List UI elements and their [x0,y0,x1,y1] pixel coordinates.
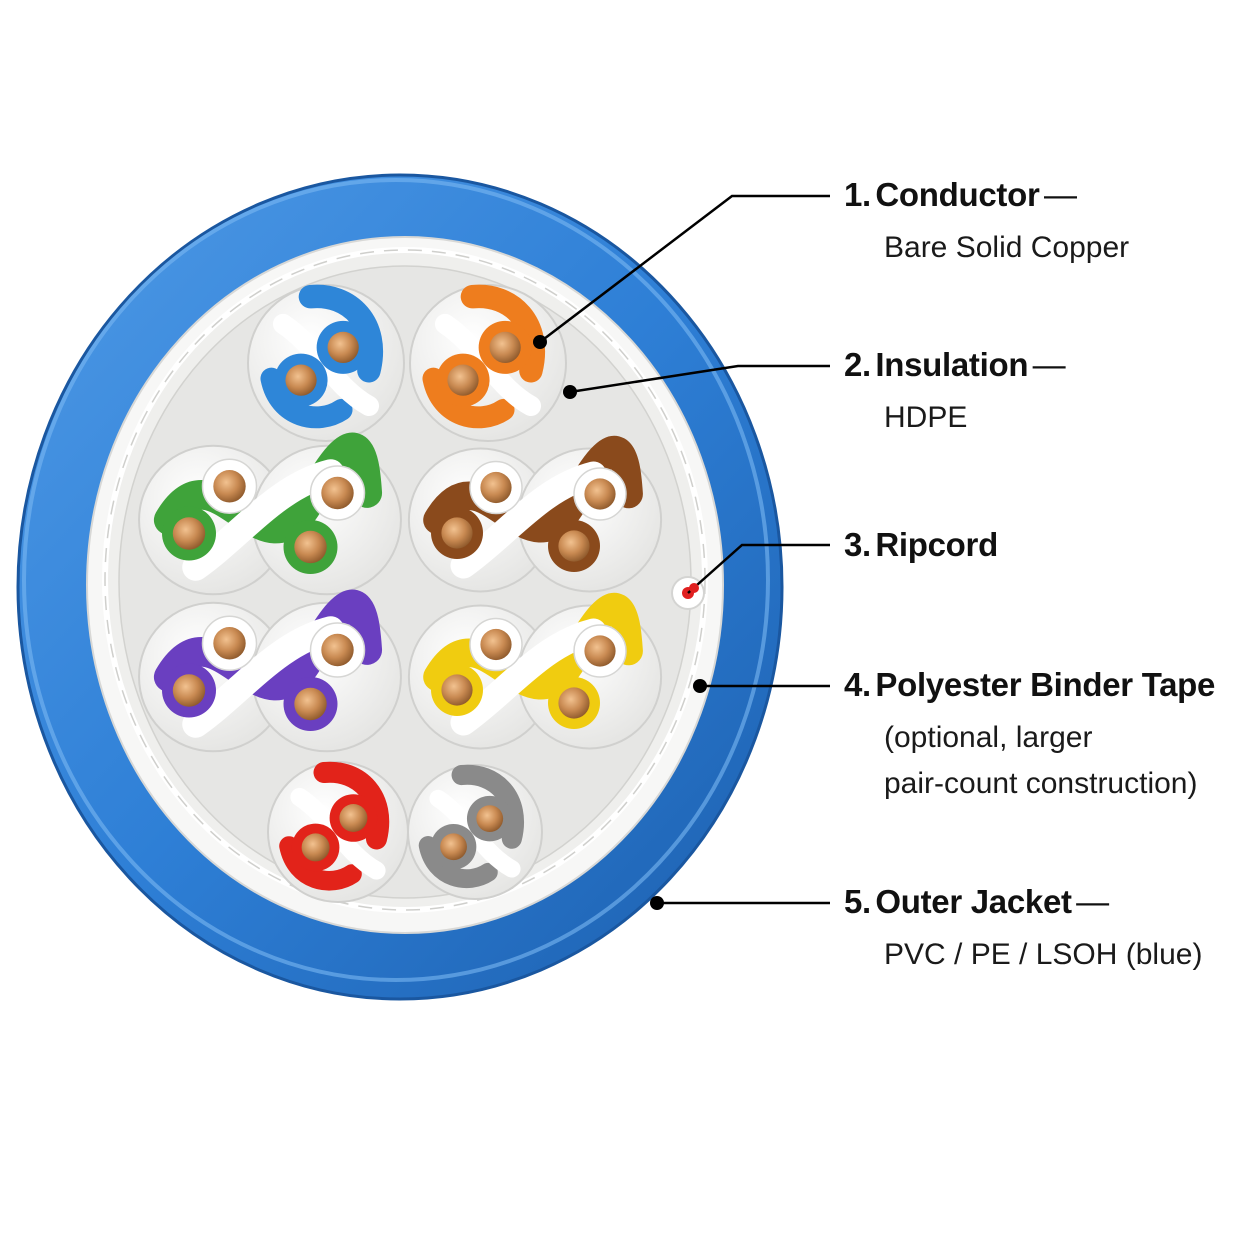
copper-conductor [558,530,590,562]
label-number: 2. [844,346,871,383]
copper-conductor [441,517,473,549]
white-strand [182,459,345,581]
colored-strand [260,367,353,429]
twisted-pair-violet-icon [138,589,402,753]
copper-conductor [321,476,354,510]
label-name: Conductor [875,176,1040,213]
label-description: PVC / PE / LSOH (blue) [884,938,1203,971]
twisted-pairs [138,284,663,903]
label-outer-jacket: 5. Outer Jacket — PVC / PE / LSOH (blue) [844,879,1202,978]
colored-strand [422,367,515,429]
label-name: Outer Jacket [875,883,1072,920]
leader-dot-ripcord [689,583,699,593]
leader-dot-conductor [533,335,547,349]
polyester-binder-tape [102,247,708,913]
label-description: pair-count construction) [884,767,1198,800]
colored-strand [279,836,362,891]
label-name: Polyester Binder Tape [875,666,1216,703]
label-number: 1. [844,176,871,213]
copper-conductor [441,674,473,706]
copper-conductor [213,470,246,503]
label-insulation: 2. Insulation — HDPE [844,342,1066,441]
leader-dot-binder-tape [693,679,707,693]
colored-strand [313,761,390,850]
copper-conductor [476,805,504,832]
label-dash: — [1032,346,1066,383]
twisted-pair-yellow-icon [407,593,663,750]
colored-strand [298,284,384,383]
copper-conductor [285,364,317,396]
copper-conductor [294,530,327,564]
label-name: Ripcord [875,526,998,563]
callout-leaders [533,194,830,910]
label-dash: — [1043,176,1077,213]
copper-conductor [213,627,246,660]
twisted-pair-red-icon [267,761,409,903]
colored-strand [418,836,498,889]
copper-conductor [327,331,359,363]
leader-dot-insulation [563,385,577,399]
label-description: HDPE [884,401,968,434]
label-number: 4. [844,666,871,703]
copper-conductor [440,833,467,861]
leader-dot-outer-jacket [650,896,664,910]
copper-conductor [294,687,327,721]
label-dash: — [1076,883,1110,920]
copper-conductor [172,674,206,707]
copper-conductor [172,517,206,550]
leader-line-ripcord [687,543,830,594]
label-ripcord: 3. Ripcord [844,522,998,575]
colored-strand [451,764,524,849]
white-strand [450,618,607,736]
colored-strand [460,284,546,383]
label-conductor: 1. Conductor — Bare Solid Copper [844,172,1129,271]
copper-conductor [301,833,330,862]
twisted-pair-green-icon [138,432,402,596]
label-name: Insulation [875,346,1029,383]
copper-conductor [339,804,368,832]
twisted-pair-brown-icon [407,436,663,593]
label-number: 5. [844,883,871,920]
twisted-pair-slate-icon [407,764,543,900]
copper-conductor [321,633,354,667]
label-binder-tape: 4. Polyester Binder Tape (optional, larg… [844,662,1215,807]
copper-conductor [558,687,590,719]
label-description: Bare Solid Copper [884,231,1130,264]
label-description: (optional, larger [884,721,1093,754]
copper-conductor [584,478,616,510]
copper-conductor [480,471,512,504]
white-strand [182,616,345,738]
copper-conductor [480,628,512,661]
copper-conductor [489,331,521,363]
leader-line-conductor [539,194,830,343]
twisted-pair-blue-icon [247,284,405,442]
label-number: 3. [844,526,871,563]
leader-line-insulation [569,364,830,394]
copper-conductor [584,635,616,667]
copper-conductor [447,364,479,396]
twisted-pair-orange-icon [409,284,567,442]
white-strand [450,461,607,579]
